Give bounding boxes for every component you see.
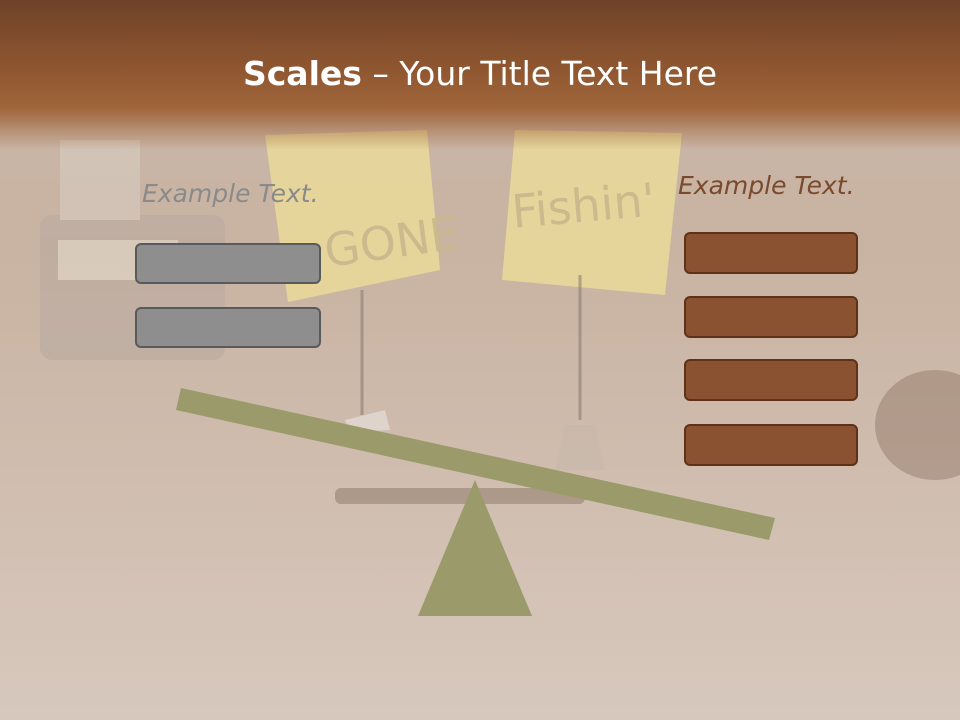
sticky-note-fishin: Fishin' bbox=[502, 130, 682, 470]
left-bar-1 bbox=[135, 243, 321, 284]
scale-fulcrum bbox=[418, 480, 532, 616]
scale-beam bbox=[176, 388, 775, 540]
slide-title: Scales – Your Title Text Here bbox=[0, 52, 960, 96]
right-bar-1 bbox=[684, 232, 858, 274]
right-bar-2 bbox=[684, 296, 858, 338]
right-example-text: Example Text. bbox=[678, 171, 855, 200]
left-bar-2 bbox=[135, 307, 321, 348]
title-bar bbox=[0, 0, 960, 150]
left-example-text: Example Text. bbox=[142, 179, 319, 208]
title-text: – Your Title Text Here bbox=[361, 54, 718, 93]
title-bold: Scales bbox=[242, 54, 362, 93]
svg-text:Fishin': Fishin' bbox=[510, 173, 658, 239]
right-bar-4 bbox=[684, 424, 858, 466]
right-bar-3 bbox=[684, 359, 858, 401]
